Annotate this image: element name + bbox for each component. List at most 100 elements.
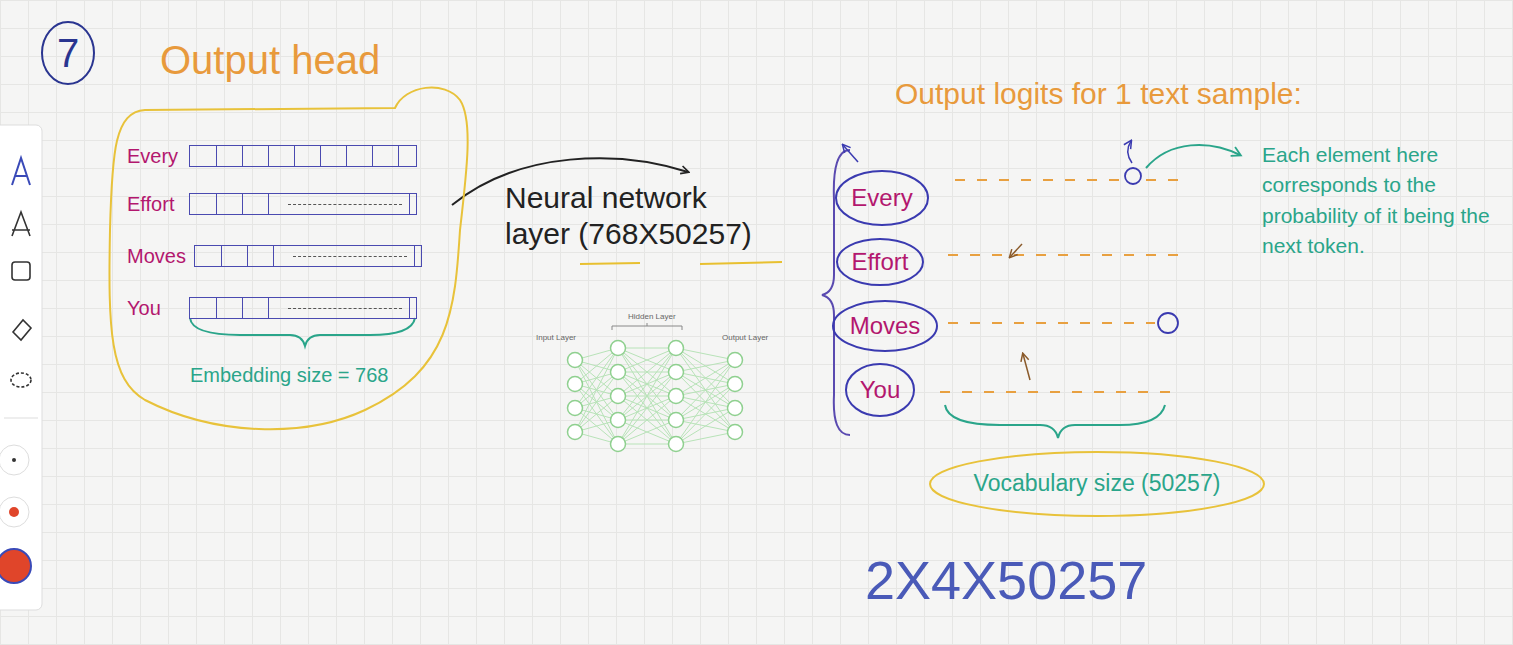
nn-neuron [568, 425, 583, 440]
nn-link [676, 348, 735, 408]
size-label: Vocabulary size (50257) [974, 470, 1221, 498]
nn-neuron [669, 365, 684, 380]
vector-cell [268, 146, 269, 166]
vector-cell [409, 194, 410, 214]
shape-label: 2X4X50257 [865, 548, 1147, 613]
vector-dots [288, 308, 402, 309]
text-slot: Embedding size = 768 [190, 363, 388, 387]
label-slot: Input Layer [536, 333, 576, 343]
nn-link [676, 408, 735, 444]
vector-cell [294, 146, 295, 166]
token-label: Effort [127, 192, 174, 216]
nn-link [618, 396, 676, 444]
nn-link [575, 396, 618, 432]
vector-cell [372, 146, 373, 166]
small-arrow [1010, 244, 1022, 257]
nn-link [676, 348, 735, 432]
label-slot: Neural network layer (768X50257) [505, 180, 775, 252]
nn-neuron [611, 389, 626, 404]
ellipse-outline [833, 301, 937, 351]
nn-link [618, 348, 676, 420]
small-arrow [1128, 141, 1132, 163]
ellipse-outline [837, 239, 923, 285]
nn-link [618, 396, 676, 444]
neural-network-illustration [568, 323, 743, 452]
token-label: Moves [127, 244, 186, 268]
brace [190, 318, 415, 346]
embedding-vector [194, 245, 422, 267]
label-slot: 2X4X50257 [865, 548, 1147, 613]
vector-cell [242, 146, 243, 166]
nn-neuron [611, 413, 626, 428]
ellipse-outline [930, 452, 1264, 516]
nn-neuron [669, 437, 684, 452]
toolbar [0, 125, 42, 610]
nn-link [676, 360, 735, 420]
embedding-group: Embedding size = 768 EveryEffortMovesYou [105, 80, 470, 435]
vector-cell [268, 194, 269, 214]
nn-neuron [568, 401, 583, 416]
ellipse-outline [836, 171, 928, 225]
figure-label: Output Layer [722, 333, 768, 343]
nn-link [618, 348, 676, 372]
row-label-slot: Every [127, 144, 178, 168]
token-row: Effort [127, 190, 417, 220]
nn-neuron [728, 377, 743, 392]
underline [580, 262, 782, 264]
nn-neuron [728, 401, 743, 416]
vector-cell [268, 298, 269, 318]
token-label: Effort [852, 248, 909, 277]
small-arrow [843, 145, 858, 162]
nn-neuron [568, 377, 583, 392]
token-label: Every [127, 144, 178, 168]
token-oval: Effort [835, 237, 925, 287]
nn-link [618, 420, 676, 444]
nn-neuron [728, 425, 743, 440]
row-label-slot: Moves [127, 244, 186, 268]
nn-link [618, 420, 676, 444]
figure-label: Hidden Layer [628, 312, 676, 322]
embedding-vector [189, 193, 417, 215]
token-oval: Moves [831, 299, 939, 353]
nn-link [618, 348, 676, 444]
vector-cell [216, 298, 217, 318]
vector-cell [414, 246, 415, 266]
nn-link [676, 348, 735, 360]
token-label: Moves [850, 312, 921, 341]
element-marker [1125, 168, 1141, 184]
vector-cell [216, 146, 217, 166]
small-arrow [1023, 354, 1030, 380]
nn-link [618, 444, 676, 445]
row-label-slot: You [127, 296, 161, 320]
label-slot: Output Layer [722, 333, 768, 343]
nn-link [676, 432, 735, 444]
nn-link [676, 384, 735, 444]
nn-neuron [669, 341, 684, 356]
nn-link [618, 372, 676, 444]
callout-arrow [1146, 145, 1240, 168]
dimension-label: Embedding size = 768 [190, 363, 388, 387]
nn-neuron [669, 413, 684, 428]
nn-link [618, 348, 676, 444]
nn-bracket [612, 323, 682, 330]
annotation-note: Each element here corresponds to the pro… [1262, 140, 1507, 262]
diagram-title: Output head [160, 36, 380, 84]
nn-neuron [568, 353, 583, 368]
token-oval: 7 [40, 20, 96, 86]
size-oval: Vocabulary size (50257) [928, 450, 1266, 518]
label-slot: Hidden Layer [628, 312, 676, 322]
ellipse-outline [846, 364, 914, 416]
token-label: Every [851, 184, 912, 213]
vector-cell [320, 146, 321, 166]
token-row: Moves [127, 242, 422, 272]
token-label: You [127, 296, 161, 320]
vector-cell [247, 246, 248, 266]
nn-link [676, 360, 735, 372]
nn-link [618, 348, 676, 396]
vector-cell [273, 246, 274, 266]
token-row: Every [127, 142, 417, 172]
nn-neuron [611, 437, 626, 452]
vector-cell [409, 298, 410, 318]
logit-rows [940, 180, 1185, 392]
